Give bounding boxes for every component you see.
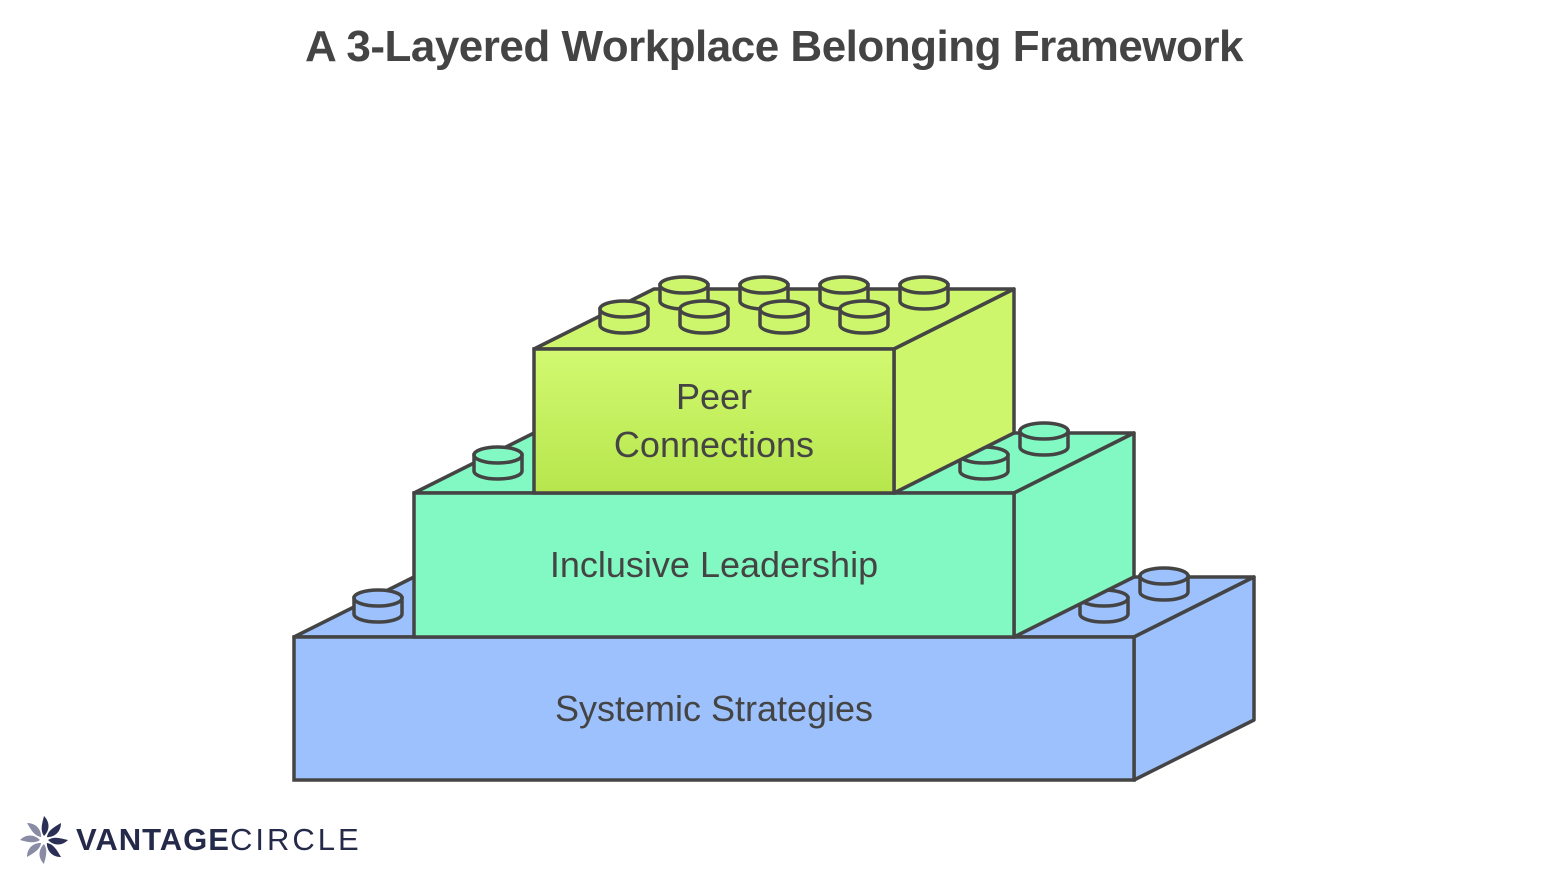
label-connections: Connections xyxy=(614,424,814,465)
logo-petal xyxy=(39,844,47,864)
logo-petal xyxy=(48,837,68,845)
logo-petal xyxy=(46,842,61,857)
logo-petal xyxy=(27,842,42,857)
stud-top xyxy=(818,275,870,295)
logo-petal xyxy=(20,835,40,843)
label-peer: Peer xyxy=(676,376,752,417)
stud-top xyxy=(598,299,650,319)
logo-text-circle: CIRCLE xyxy=(229,822,362,857)
label-systemic-strategies: Systemic Strategies xyxy=(555,688,873,729)
stud-top xyxy=(898,275,950,295)
logo-star-icon xyxy=(20,816,68,864)
brick-front-face xyxy=(292,635,1136,782)
stud-top xyxy=(738,275,790,295)
logo-petal xyxy=(46,823,61,838)
stud-top xyxy=(678,299,730,319)
brick-peer-connections xyxy=(532,275,1016,495)
brick-front-face xyxy=(532,347,896,495)
stud-top xyxy=(838,299,890,319)
logo-petal xyxy=(41,816,49,836)
stud-top xyxy=(1138,566,1190,586)
stud-top xyxy=(658,275,710,295)
label-inclusive-leadership: Inclusive Leadership xyxy=(550,544,878,585)
stud-top xyxy=(472,445,524,465)
stud-top xyxy=(758,299,810,319)
stud-top xyxy=(1018,421,1070,441)
logo-text-vantage: VANTAGE xyxy=(76,822,230,857)
diagram-title: A 3-Layered Workplace Belonging Framewor… xyxy=(305,22,1243,71)
logo-petal xyxy=(27,823,42,838)
stud-top xyxy=(352,588,404,608)
